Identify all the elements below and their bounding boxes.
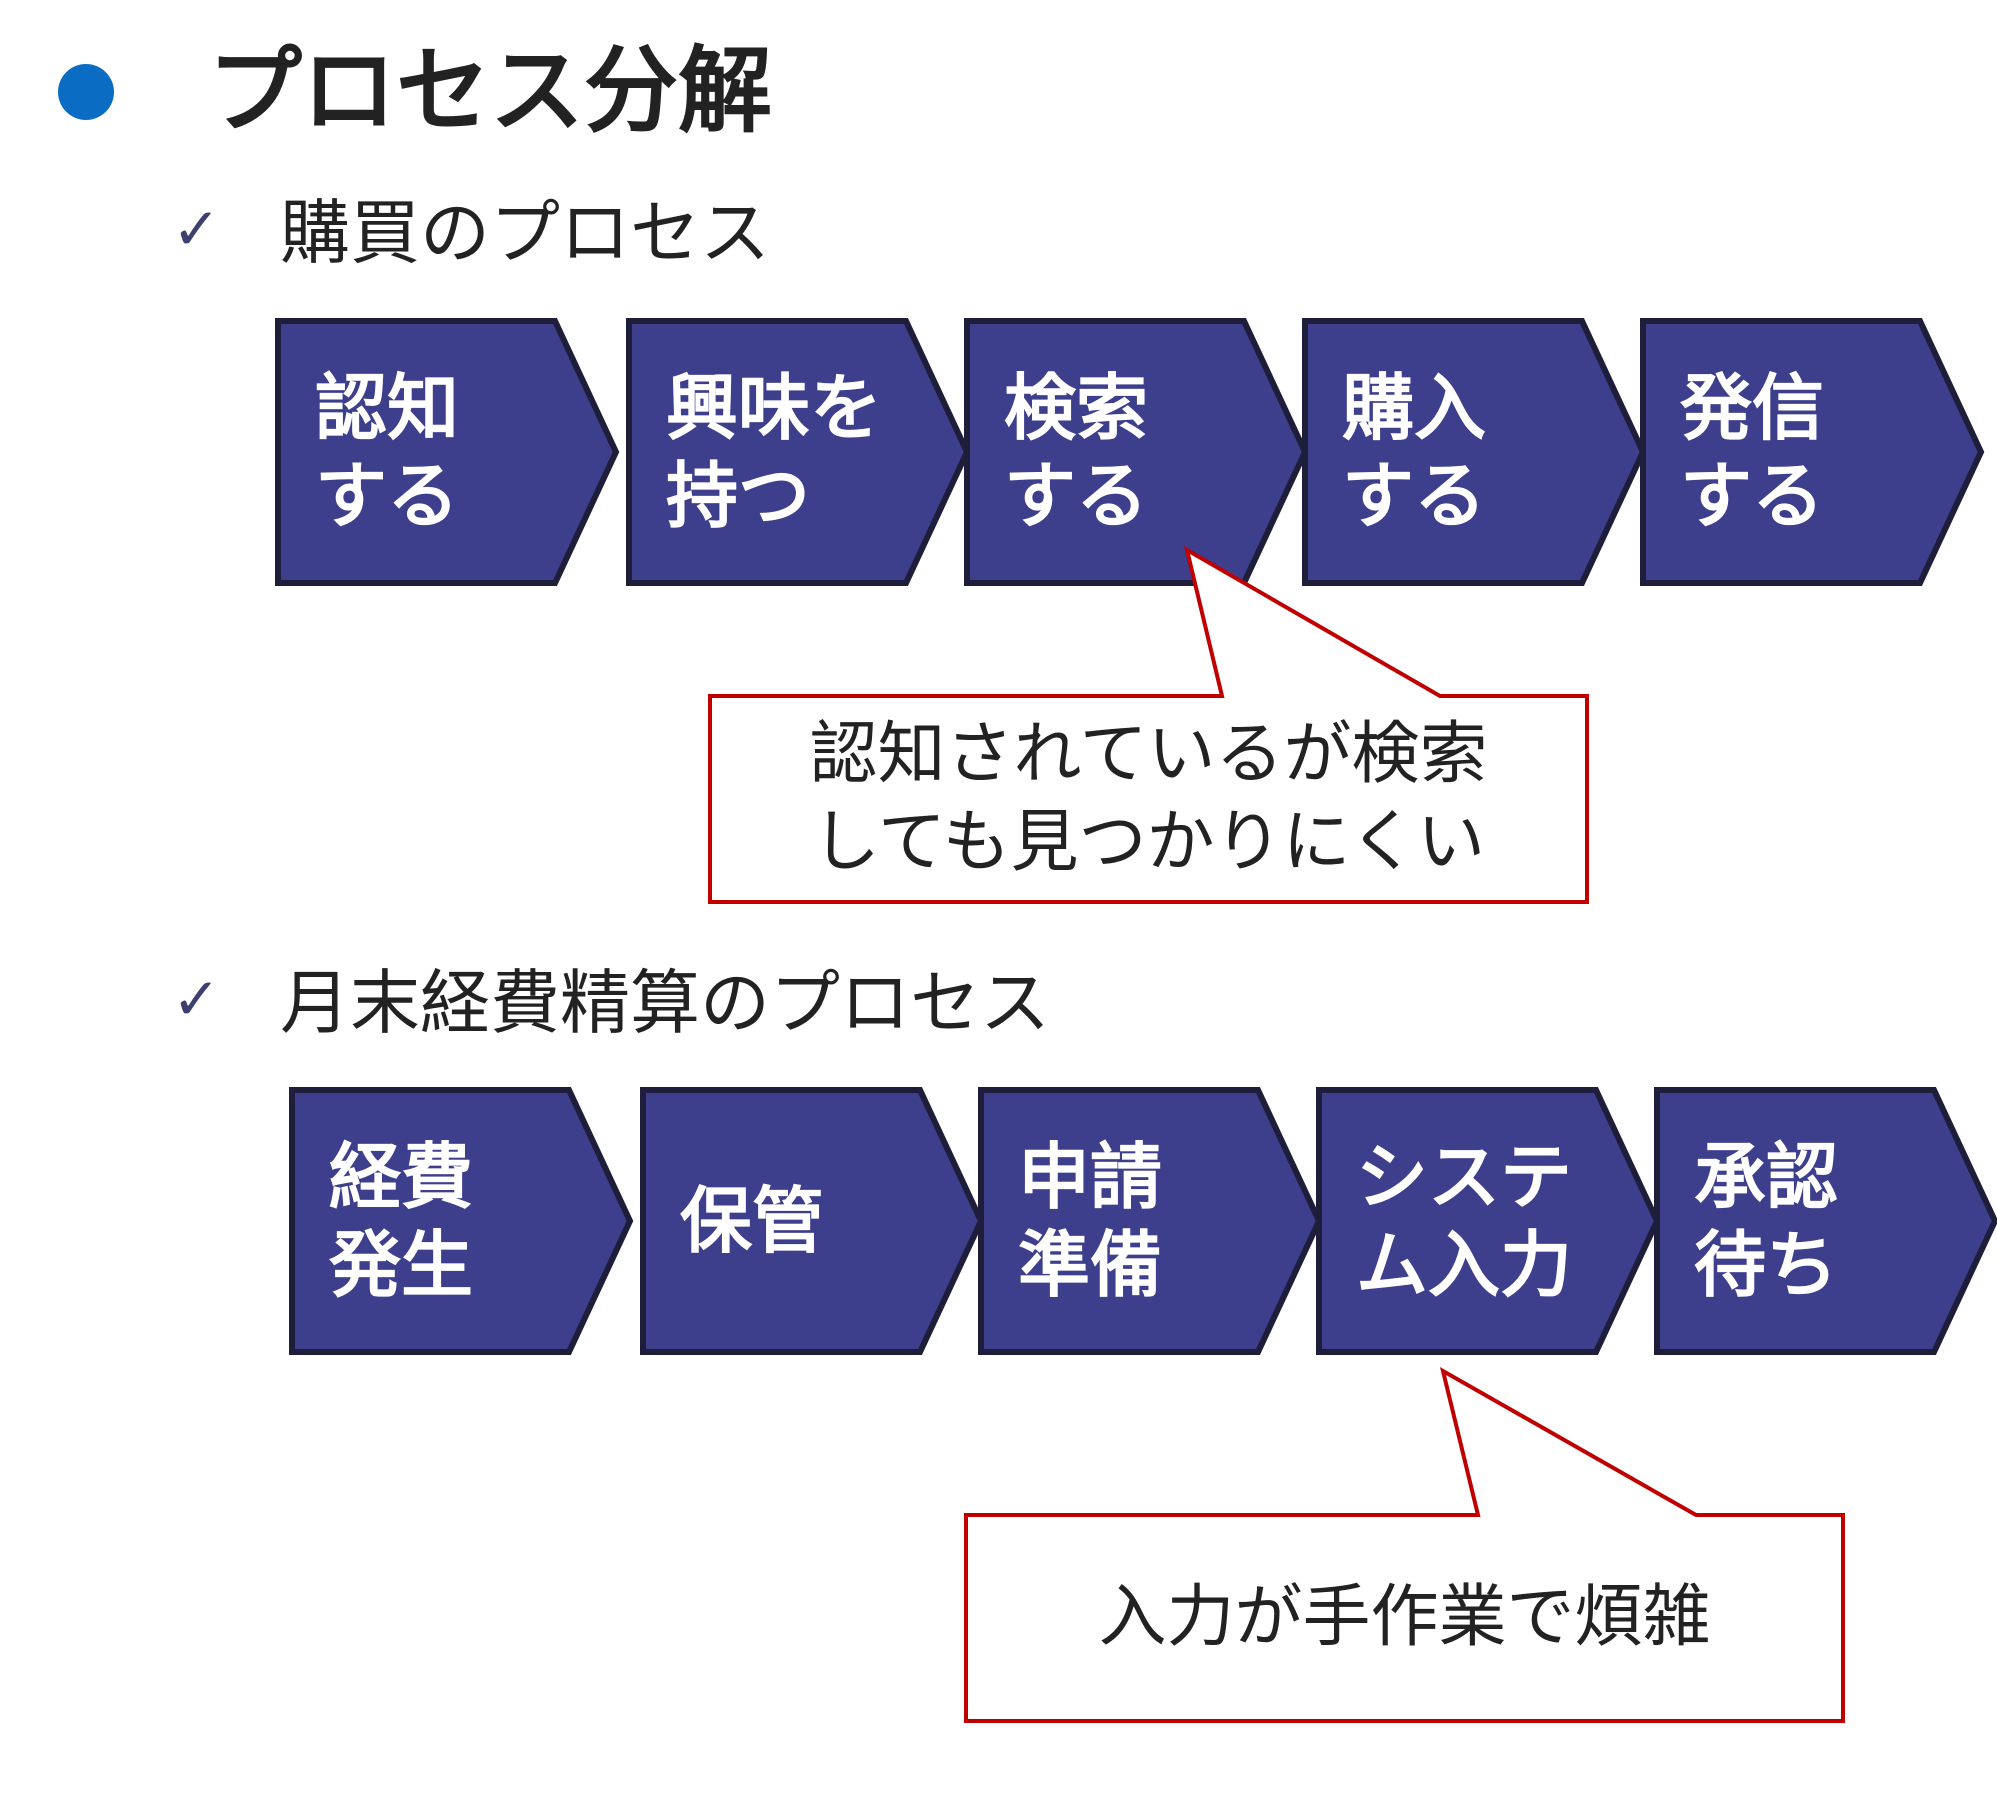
step-label: 認知する	[315, 318, 565, 586]
step-label: システム入力	[1356, 1087, 1606, 1355]
page-title: プロセス分解	[208, 37, 773, 146]
callout-outline	[708, 545, 1589, 904]
step-label-line: 準備	[1018, 1223, 1163, 1307]
step-label-line: 発生	[329, 1223, 474, 1307]
step-chevron-shape	[1316, 1087, 1661, 1355]
step-label-line: する	[1680, 454, 1825, 538]
check-icon: ✓	[172, 195, 221, 263]
process-step: 承認待ち	[1654, 1087, 1997, 1355]
step-chevron	[289, 1087, 634, 1355]
step-chevron-shape	[1302, 318, 1647, 586]
step-label-line: 保管	[680, 1179, 825, 1263]
step-label: 承認待ち	[1694, 1087, 1944, 1355]
step-chevron-shape	[626, 318, 971, 586]
step-label-line: 発信	[1680, 366, 1825, 450]
step-label-line: 申請	[1018, 1135, 1163, 1219]
process-step: 興味を持つ	[626, 318, 978, 586]
process-step: システム入力	[1316, 1087, 1668, 1355]
callout-text-line: 入力が手作業で煩雑	[1098, 1578, 1711, 1657]
callout-outline	[964, 1366, 1845, 1723]
step-label-line: する	[1004, 454, 1149, 538]
step-label-line: 待ち	[1694, 1223, 1839, 1307]
step-chevron-shape	[289, 1087, 634, 1355]
process-step: 経費発生	[289, 1087, 641, 1355]
callout-text-line: しても見つかりにくい	[811, 803, 1486, 882]
step-label-line: する	[315, 454, 460, 538]
step-chevron	[640, 1087, 985, 1355]
step-chevron	[1316, 1087, 1661, 1355]
step-label: 申請準備	[1018, 1087, 1268, 1355]
step-label: 経費発生	[329, 1087, 579, 1355]
step-label-line: 持つ	[666, 454, 811, 538]
process-step: 購入する	[1302, 318, 1654, 586]
step-label-line: する	[1342, 454, 1487, 538]
callout-text: 認知されているが検索しても見つかりにくい	[710, 696, 1587, 902]
step-label-line: 購入	[1342, 366, 1487, 450]
step-chevron	[978, 1087, 1323, 1355]
process-step: 発信する	[1640, 318, 1992, 586]
step-label-line: ム入力	[1356, 1223, 1573, 1307]
step-chevron-shape	[978, 1087, 1323, 1355]
step-chevron	[1302, 318, 1647, 586]
callout-text-line: 認知されているが検索	[809, 715, 1488, 794]
step-chevron	[275, 318, 620, 586]
process-step: 検索する	[964, 318, 1316, 586]
step-label: 保管	[680, 1087, 930, 1355]
step-chevron-shape	[640, 1087, 985, 1355]
process-step: 申請準備	[978, 1087, 1330, 1355]
callout-text: 入力が手作業で煩雑	[966, 1515, 1843, 1721]
step-chevron	[1640, 318, 1985, 586]
step-label-line: 興味を	[666, 366, 883, 450]
step-label: 検索する	[1004, 318, 1254, 586]
step-chevron	[626, 318, 971, 586]
process-step: 認知する	[275, 318, 627, 586]
step-label: 発信する	[1680, 318, 1930, 586]
section-heading: 購買のプロセス	[280, 192, 770, 274]
step-label: 興味を持つ	[666, 318, 916, 586]
step-chevron-shape	[275, 318, 620, 586]
process-step: 保管	[640, 1087, 992, 1355]
step-label-line: 検索	[1004, 366, 1149, 450]
step-chevron	[964, 318, 1309, 586]
step-chevron-shape	[964, 318, 1309, 586]
bullet-dot-icon	[58, 64, 114, 120]
step-label-line: 承認	[1694, 1135, 1839, 1219]
step-chevron	[1654, 1087, 1997, 1355]
check-icon: ✓	[172, 965, 221, 1033]
step-label-line: システ	[1356, 1135, 1573, 1219]
step-chevron-shape	[1654, 1087, 1997, 1355]
step-chevron-shape	[1640, 318, 1985, 586]
step-label-line: 経費	[329, 1135, 474, 1219]
step-label: 購入する	[1342, 318, 1592, 586]
step-label-line: 認知	[315, 366, 460, 450]
section-heading: 月末経費精算のプロセス	[280, 962, 1050, 1044]
